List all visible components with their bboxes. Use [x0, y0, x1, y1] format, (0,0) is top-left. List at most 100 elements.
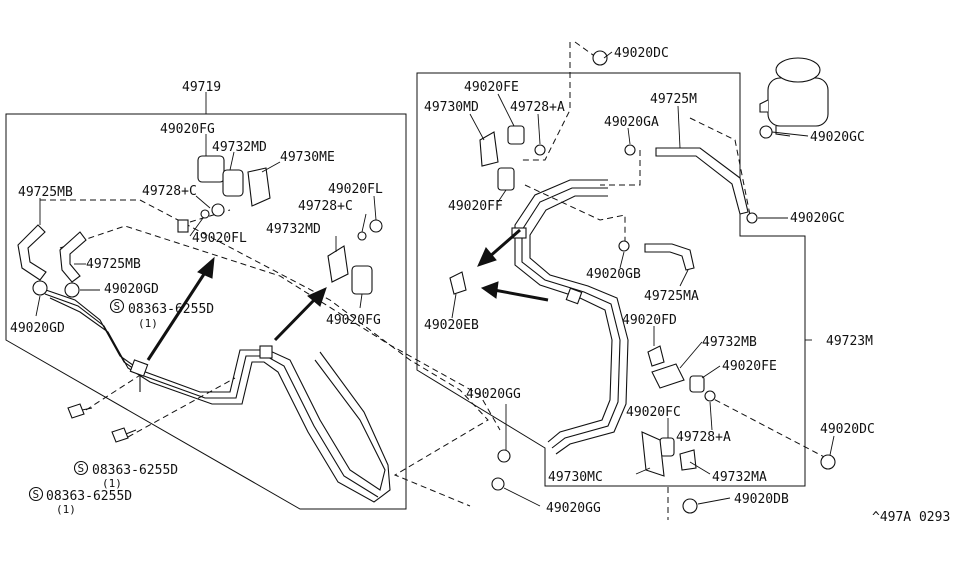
dashed-fe-dc: [705, 394, 831, 461]
insulator-49732mb: [651, 363, 685, 389]
s-mark-c-text: S: [33, 488, 40, 501]
clamp-49020gd-b: [64, 282, 80, 298]
label-49732ma: 49732MA: [712, 470, 767, 485]
nut-49728a-b: [704, 390, 716, 402]
clamp-49020gg-a: [497, 449, 511, 463]
label-49020fe-b: 49020FE: [722, 359, 777, 374]
label-49020gb: 49020GB: [586, 267, 641, 282]
clamp-49020ga: [624, 144, 636, 156]
label-49020fg-a: 49020FG: [160, 122, 215, 137]
arrow-up-1: [146, 256, 215, 361]
dashed-outline-right-4: [689, 117, 751, 216]
bracket-49730mc: [641, 431, 665, 477]
washer-49020fl-b: [357, 231, 367, 241]
s-mark-c: [28, 486, 44, 502]
insulator-49732ma: [679, 449, 697, 471]
label-49020gg-b: 49020GG: [546, 501, 601, 516]
bolt-49020dc-a: [592, 50, 608, 66]
s-mark-b-text: S: [78, 462, 85, 475]
label-08363-b-qty: (1): [102, 477, 122, 490]
s-mark-a-text: S: [114, 300, 121, 313]
label-49730md: 49730MD: [424, 100, 479, 115]
dashed-outline-right-2: [524, 184, 626, 250]
grommet-49020ff: [497, 167, 515, 191]
label-49020ff: 49020FF: [448, 199, 503, 214]
label-49728a-a: 49728+A: [510, 100, 565, 115]
leader-lines: [35, 51, 835, 507]
label-49020fg-b: 49020FG: [326, 313, 381, 328]
arrow-up-2: [273, 287, 327, 342]
label-49020gd-b: 49020GD: [104, 282, 159, 297]
grommet-49020fe-b: [689, 375, 705, 393]
grommet-49020fg-a: [197, 155, 225, 183]
label-49728a-b: 49728+A: [676, 430, 731, 445]
label-49730mc: 49730MC: [548, 470, 603, 485]
label-08363-b: 08363-6255D: [92, 463, 178, 478]
label-49020db: 49020DB: [734, 492, 789, 507]
dashed-outline-right-3: [600, 150, 641, 186]
nut-49728c-b: [369, 219, 383, 233]
label-49020fc: 49020FC: [626, 405, 681, 420]
label-08363-c-qty: (1): [56, 503, 76, 516]
grommet-49020fc: [659, 437, 675, 457]
clamp-49020gg-b: [491, 477, 505, 491]
label-08363-a-qty: (1): [138, 317, 158, 330]
label-08363-c: 08363-6255D: [46, 489, 132, 504]
label-49719: 49719: [182, 80, 221, 95]
label-49020gc-b: 49020GC: [790, 211, 845, 226]
bolt-head-a: [177, 219, 189, 233]
bolt-08363-c: [67, 403, 93, 419]
dashed-outline-left: [40, 199, 489, 507]
label-49725mb-a: 49725MB: [18, 185, 73, 200]
label-49020dc-b: 49020DC: [820, 422, 875, 437]
dashed-outline-left-2: [59, 225, 501, 431]
label-08363-a: 08363-6255D: [128, 302, 214, 317]
reservoir-tank: [759, 57, 829, 137]
hose-49725mb-a: [17, 224, 47, 281]
clamp-49020gd-a: [32, 280, 48, 296]
label-49020gg-a: 49020GG: [466, 387, 521, 402]
bolt-dash-2: [127, 377, 236, 438]
grommet-49020fe-a: [507, 125, 525, 145]
label-49728c-a: 49728+C: [142, 184, 197, 199]
label-49723m: 49723M: [826, 334, 873, 349]
label-49730me: 49730ME: [280, 150, 335, 165]
insulator-49732md-b: [327, 245, 349, 283]
left-assembly-frame: [5, 113, 407, 510]
label-49725ma: 49725MA: [644, 289, 699, 304]
hose-49725mb-b: [59, 231, 87, 283]
label-49732mb: 49732MB: [702, 335, 757, 350]
bolt-49020db: [682, 498, 698, 514]
label-49020fl-b: 49020FL: [328, 182, 383, 197]
label-49020fd: 49020FD: [622, 313, 677, 328]
label-49020dc-a: 49020DC: [614, 46, 669, 61]
hose-49725ma: [644, 243, 695, 271]
clamp-49020fd: [647, 345, 665, 367]
right-assembly-frame: [416, 72, 806, 487]
arrow-left-2: [480, 281, 549, 302]
s-mark-b: [73, 460, 89, 476]
label-49725m: 49725M: [650, 92, 697, 107]
washer-49020fl-a: [200, 209, 210, 219]
hose-49725m: [655, 147, 749, 215]
clamp-49020gc-b: [746, 212, 758, 224]
bracket-49730md: [479, 131, 499, 167]
label-49728c-b: 49728+C: [298, 199, 353, 214]
left-pipe-assembly: [39, 287, 391, 503]
clamp-49020gb: [618, 240, 630, 252]
s-mark-a: [109, 298, 125, 314]
dashed-outline-right-1: [520, 42, 571, 161]
nut-49728c-a: [211, 203, 225, 217]
insulator-49732md-a: [222, 169, 244, 197]
bracket-49730me: [247, 167, 271, 207]
label-49020ga: 49020GA: [604, 115, 659, 130]
right-pipe-assembly: [511, 179, 629, 455]
label-49725mb-b: 49725MB: [86, 257, 141, 272]
diagram-reference-code: ^497A 0293: [872, 510, 950, 525]
clip-49020eb: [449, 271, 467, 295]
bolt-49020dc-b: [820, 454, 836, 470]
label-49020gc-a: 49020GC: [810, 130, 865, 145]
label-49020fl-a: 49020FL: [192, 231, 247, 246]
arrow-left-1: [477, 228, 521, 267]
